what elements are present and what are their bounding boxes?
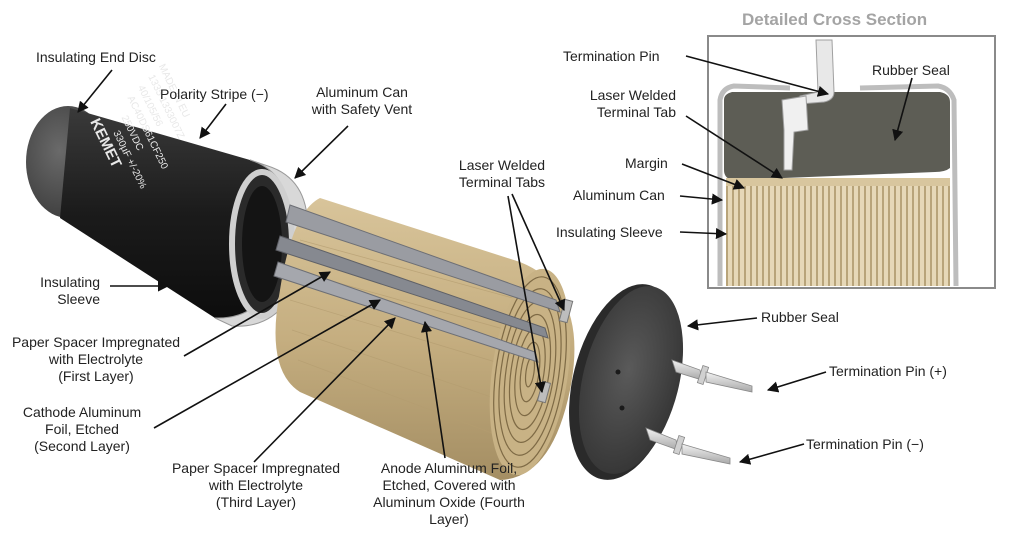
label-line: with Electrolyte [208, 477, 304, 493]
foil-layer-first [285, 204, 561, 313]
arrow-pin-pos [766, 371, 827, 393]
label-line: Paper Spacer Impregnated [11, 334, 181, 350]
label-anode-foil: Anode Aluminum Foil, Etched, Covered wit… [373, 460, 525, 528]
label-cs-rubber-seal: Rubber Seal [872, 62, 950, 78]
arrow-cs-seal [892, 77, 913, 142]
label-paper-spacer-third: Paper Spacer Impregnated with Electrolyt… [172, 460, 340, 511]
label-polarity-stripe: Polarity Stripe (−) [160, 86, 269, 102]
label-cathode-foil: Cathode Aluminum Foil, Etched (Second La… [23, 404, 141, 455]
termination-pin-positive [671, 359, 753, 393]
label-line: Terminal Tabs [458, 174, 546, 190]
label-termination-pin-positive: Termination Pin (+) [829, 363, 947, 379]
arrow-tabs-1 [511, 193, 565, 312]
label-line: Laser Welded [589, 87, 676, 103]
label-line: Terminal Tab [596, 104, 676, 120]
arrow-tabs-2 [507, 195, 546, 394]
cross-section-seal [724, 92, 950, 180]
label-line: with Electrolyte [48, 351, 144, 367]
label-line: Aluminum Can [316, 84, 408, 100]
label-cs-margin: Margin [625, 155, 668, 171]
label-cs-termination-pin: Termination Pin [563, 48, 660, 64]
aluminum-can-inner [242, 186, 282, 302]
label-cs-aluminum-can: Aluminum Can [573, 187, 665, 203]
label-line: (Second Layer) [34, 438, 130, 454]
cross-section-title: Detailed Cross Section [742, 10, 928, 29]
label-insulating-sleeve: Insulating Sleeve [20, 274, 100, 308]
arrow-cs-margin [681, 163, 746, 190]
arrow-rubber-seal [686, 317, 758, 331]
label-line: Foil, Etched [45, 421, 119, 437]
arrow-cs-tab [685, 115, 783, 179]
label-line: Paper Spacer Impregnated [171, 460, 341, 476]
label-line: Insulating [40, 274, 100, 290]
label-line: Sleeve [57, 291, 100, 307]
arrow-end-disc [77, 69, 113, 113]
arrow-pin-neg [738, 443, 805, 465]
label-termination-pin-negative: Termination Pin (−) [806, 436, 924, 452]
leader-arrows [77, 55, 913, 465]
arrow-polarity [199, 103, 227, 139]
label-line: Layer) [429, 511, 469, 527]
label-insulating-end-disc: Insulating End Disc [36, 49, 156, 65]
label-laser-welded-tabs: Laser Welded Terminal Tabs [459, 157, 545, 191]
label-cs-laser-welded-tab: Laser Welded Terminal Tab [560, 87, 676, 121]
label-line: with Safety Vent [311, 101, 413, 117]
arrow-paper-third [253, 317, 396, 463]
label-line: Etched, Covered with [382, 477, 516, 493]
arrow-anode [420, 320, 446, 459]
foil-layer-third [273, 261, 539, 363]
label-line: (Third Layer) [215, 494, 297, 510]
rubber-seal-disc [569, 284, 684, 480]
label-line: (First Layer) [58, 368, 134, 384]
foil-layer-second [275, 235, 549, 339]
label-line: Cathode Aluminum [22, 404, 142, 420]
arrow-cs-can [679, 193, 724, 205]
arrow-cs-pin [685, 55, 830, 97]
cross-section-winding [726, 184, 950, 286]
arrow-cathode [153, 299, 381, 429]
arrow-cs-sleeve [679, 227, 728, 240]
label-paper-spacer-first: Paper Spacer Impregnated with Electrolyt… [12, 334, 180, 385]
arrow-paper-first [183, 271, 331, 357]
arrow-can-vent [294, 125, 349, 179]
label-cs-insulating-sleeve: Insulating Sleeve [556, 224, 663, 240]
label-line: Anode Aluminum Foil, [380, 460, 518, 476]
termination-pin-negative [645, 427, 731, 465]
label-line: Aluminum Oxide (Fourth [373, 494, 525, 510]
label-rubber-seal: Rubber Seal [761, 309, 839, 325]
label-aluminum-can-vent: Aluminum Can with Safety Vent [312, 84, 412, 118]
capacitor-winding [273, 198, 575, 480]
label-line: Laser Welded [458, 157, 546, 173]
